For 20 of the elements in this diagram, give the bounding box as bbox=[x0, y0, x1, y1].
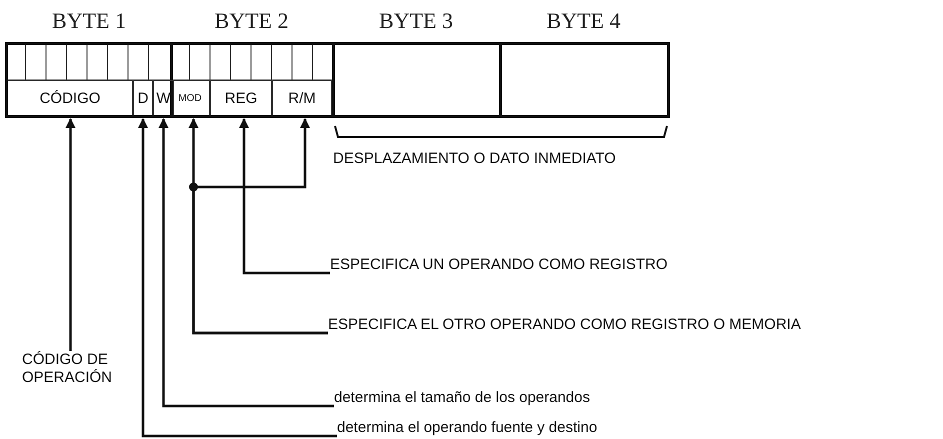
annotation-text: ESPECIFICA UN OPERANDO COMO REGISTRO bbox=[330, 256, 750, 274]
field-label: R/M bbox=[272, 80, 332, 115]
arrow bbox=[239, 118, 330, 274]
bracket-label: DESPLAZAMIENTO O DATO INMEDIATO bbox=[333, 150, 616, 168]
arrow bbox=[66, 118, 76, 351]
byte-heading: BYTE 3 bbox=[378, 9, 454, 33]
arrow bbox=[158, 118, 334, 408]
annotation-text: CÓDIGO DE OPERACIÓN bbox=[22, 351, 134, 387]
field-label: REG bbox=[210, 80, 272, 115]
byte-heading: BYTE 2 bbox=[214, 9, 290, 33]
arrow bbox=[138, 118, 337, 438]
annotation-text: ESPECIFICA EL OTRO OPERANDO COMO REGISTRO O MEMORIA bbox=[328, 316, 928, 334]
byte-heading: BYTE 1 bbox=[51, 9, 127, 33]
field-label: W bbox=[153, 80, 174, 115]
field-label: CÓDIGO bbox=[8, 80, 133, 115]
field-label: D bbox=[133, 80, 153, 115]
byte-heading: BYTE 4 bbox=[546, 9, 622, 33]
field-label: MOD bbox=[171, 80, 210, 115]
annotation-text: determina el tamaño de los operandos bbox=[334, 389, 654, 407]
annotation-text: determina el operando fuente y destino bbox=[337, 419, 657, 437]
